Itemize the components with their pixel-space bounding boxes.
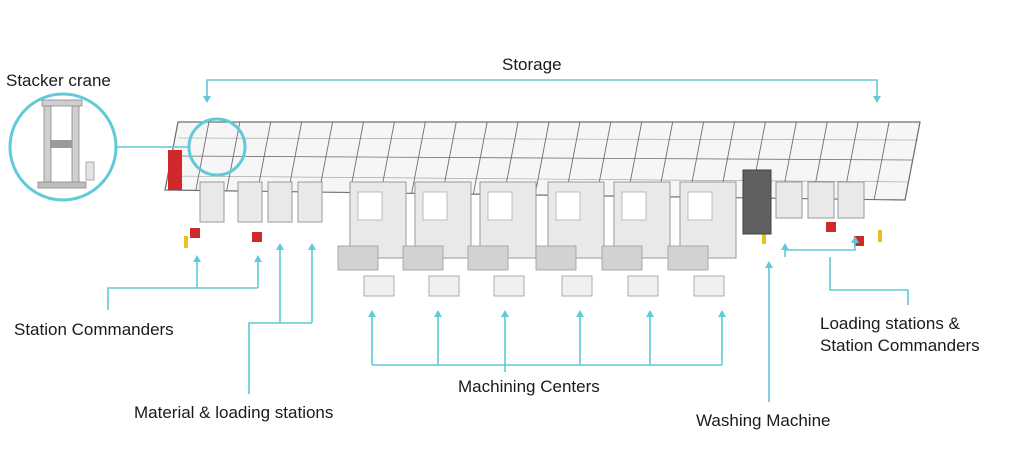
material-loading-station — [237, 181, 263, 223]
machining-centers-arrow — [646, 310, 654, 317]
loading-stations-commanders-label: Loading stations & Station Commanders — [820, 313, 980, 357]
storage-bracket — [206, 79, 878, 96]
machining-center-pallet — [561, 275, 593, 297]
machining-centers-label: Machining Centers — [458, 377, 600, 396]
machining-center-window — [555, 191, 581, 221]
material-stations-arrow — [276, 243, 284, 250]
machining-center-base — [337, 245, 379, 271]
machining-center-base — [667, 245, 709, 271]
washing-machine-body — [742, 169, 772, 235]
material-loading-stations-label: Material & loading stations — [134, 403, 334, 422]
station-commanders-bus — [107, 287, 258, 310]
loading-station — [807, 181, 835, 219]
loading-stations-leader — [829, 257, 909, 305]
machining-center-base — [402, 245, 444, 271]
machining-center-pallet — [493, 275, 525, 297]
machining-center-pallet — [693, 275, 725, 297]
rack-upright — [411, 121, 426, 194]
machining-centers-arrow — [368, 310, 376, 317]
loading-stations-bracket — [784, 243, 856, 257]
safety-post — [878, 230, 882, 242]
rack-upright — [318, 121, 334, 193]
material-stations-bus — [248, 322, 312, 394]
machining-center-window — [357, 191, 383, 221]
crane-base — [37, 181, 87, 189]
loading-station — [837, 181, 865, 219]
machining-center-window — [422, 191, 448, 221]
station-commanders-label: Station Commanders — [14, 320, 174, 339]
loading-station — [775, 181, 803, 219]
machining-centers-group — [337, 181, 737, 297]
rack-upright — [195, 121, 210, 191]
machining-center-window — [621, 191, 647, 221]
rack-upright — [226, 121, 241, 191]
crane-mast-left — [43, 103, 52, 187]
station-commander-unit — [190, 228, 200, 238]
machining-center-pallet — [363, 275, 395, 297]
machining-centers-arrow — [434, 310, 442, 317]
material-loading-station — [297, 181, 323, 223]
rack-upright — [534, 121, 550, 196]
crane-top-beam — [41, 99, 83, 107]
loading-stations-arrow — [851, 236, 859, 243]
rack-rail-upper — [177, 137, 919, 141]
material-stations-arrow — [308, 243, 316, 250]
crane-mast-right — [71, 103, 80, 187]
material-loading-station — [267, 181, 293, 223]
storage-label: Storage — [502, 55, 562, 74]
rack-upright — [257, 121, 272, 192]
rack-upright — [904, 121, 921, 201]
loading-label-line2: Station Commanders — [820, 336, 980, 355]
machining-center-base — [601, 245, 643, 271]
rack-end-panel — [168, 150, 182, 190]
crane-carriage — [50, 140, 72, 148]
machining-centers-arrow — [501, 310, 509, 317]
crane-control-cabinet — [85, 161, 95, 181]
safety-post — [762, 232, 766, 244]
safety-post — [184, 236, 188, 248]
machining-centers-arrow — [718, 310, 726, 317]
machining-center-base — [535, 245, 577, 271]
machining-centers-arrow — [576, 310, 584, 317]
rack-upright — [349, 121, 364, 193]
storage-arrow-left — [203, 96, 211, 103]
machining-center-window — [687, 191, 713, 221]
station-commander-unit — [826, 222, 836, 232]
station-commander-unit — [854, 236, 864, 246]
material-loading-station — [199, 181, 225, 223]
loading-stations-arrow — [781, 243, 789, 250]
rack-upright — [287, 121, 303, 192]
station-commanders-arrow — [254, 255, 262, 262]
washing-machine-arrow — [765, 261, 773, 268]
rack-upright — [380, 121, 395, 194]
stacker-crane-label: Stacker crane — [6, 71, 111, 90]
loading-label-line1: Loading stations & — [820, 314, 960, 333]
station-commander-unit — [252, 232, 262, 242]
rack-upright — [472, 121, 488, 195]
washing-machine-label: Washing Machine — [696, 411, 831, 430]
machining-center-window — [487, 191, 513, 221]
machining-center-base — [467, 245, 509, 271]
loading-stations-group — [184, 181, 882, 248]
machining-center-pallet — [627, 275, 659, 297]
station-commanders-arrow — [193, 255, 201, 262]
storage-rack — [164, 121, 921, 201]
storage-arrow-right — [873, 96, 881, 103]
callout-lines — [107, 79, 909, 402]
machining-center-pallet — [428, 275, 460, 297]
rack-upright — [873, 121, 890, 200]
stacker-crane-inset — [8, 92, 247, 202]
washing-machine-unit — [742, 169, 772, 235]
